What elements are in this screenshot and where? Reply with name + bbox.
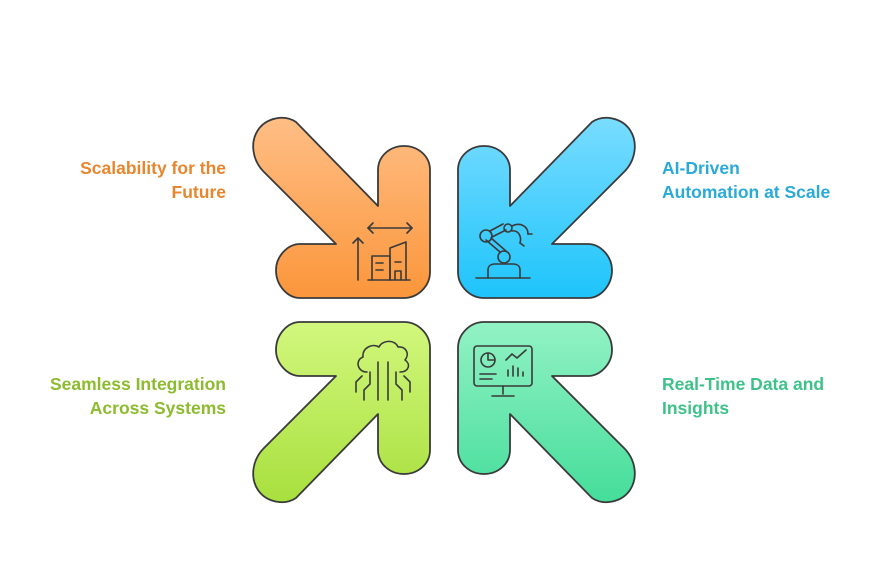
cloud-network-icon	[355, 340, 411, 401]
arrow-top-left	[252, 116, 431, 299]
label-seamless-integration: Seamless Integration Across Systems	[49, 374, 226, 418]
label-real-time-data: Real-Time Data and Insights	[662, 374, 825, 418]
arrow-top-right	[457, 116, 636, 299]
analytics-monitor-icon	[473, 345, 533, 397]
scaling-building-icon	[352, 222, 413, 281]
label-ai-automation: AI-Driven Automation at Scale	[662, 158, 831, 202]
arrow-bottom-right	[457, 321, 636, 504]
label-scalability: Scalability for the Future	[80, 158, 226, 202]
robot-arm-icon	[475, 223, 533, 279]
arrow-bottom-left	[252, 321, 431, 504]
